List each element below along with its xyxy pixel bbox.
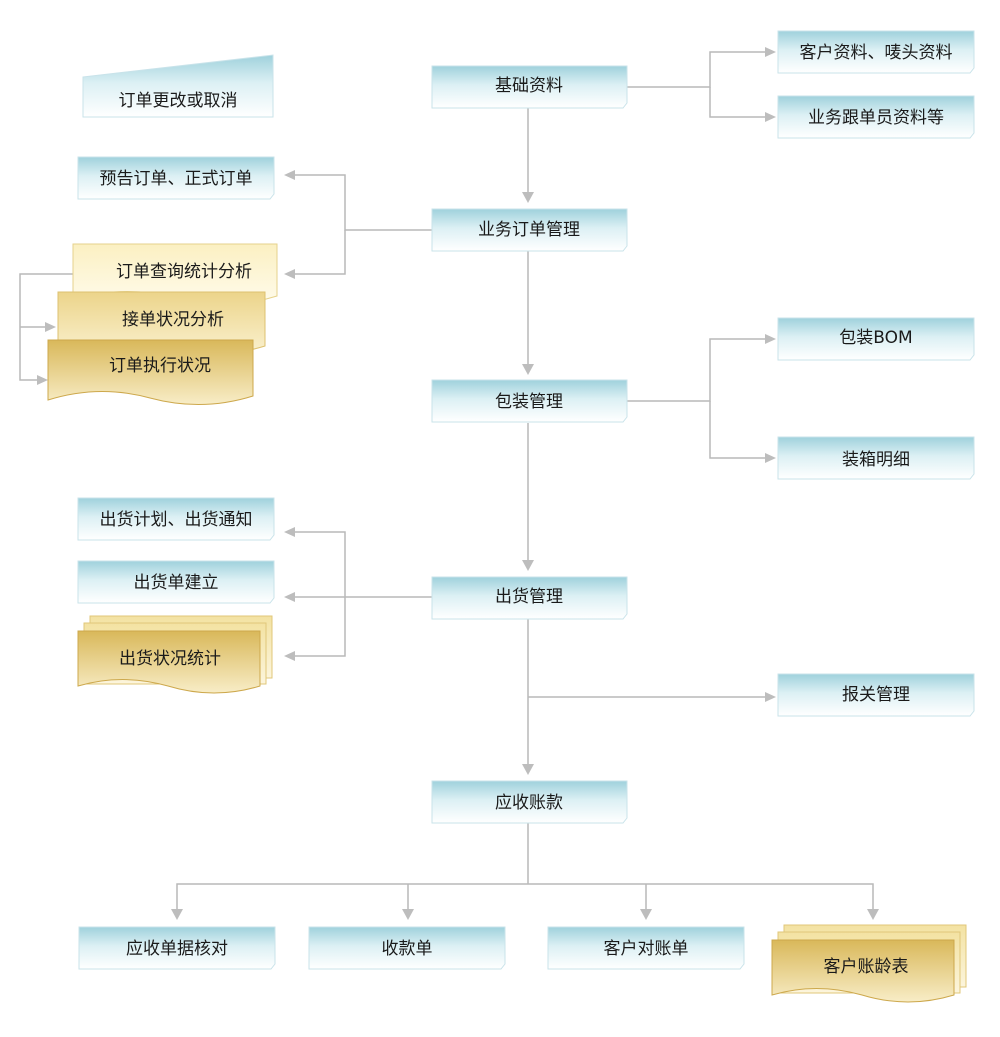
- arrowhead: [765, 453, 776, 463]
- node-label: 业务跟单员资料等: [808, 108, 944, 128]
- node-order-report-stack: 订单查询统计分析 接单状况分析 订单执行状况: [47, 243, 278, 406]
- node-packing-mgmt: 包装管理: [431, 379, 628, 423]
- arrowhead: [765, 47, 776, 57]
- node-label: 出货管理: [495, 587, 563, 607]
- node-label: 装箱明细: [842, 450, 910, 470]
- node-basic-data: 基础资料: [431, 65, 628, 109]
- arrowhead: [284, 527, 295, 537]
- arrowhead: [522, 764, 534, 775]
- arrowhead: [402, 909, 414, 920]
- node-label: 订单查询统计分析: [116, 262, 252, 282]
- connector-shipping-to-plan: [292, 531, 432, 598]
- arrowhead: [37, 375, 48, 385]
- arrowhead: [284, 170, 295, 180]
- node-order-query-stats: 订单查询统计分析: [72, 243, 278, 306]
- node-label: 出货状况统计: [119, 649, 221, 669]
- node-label: 出货计划、出货通知: [100, 510, 253, 530]
- node-order-exec-status: 订单执行状况: [47, 339, 254, 406]
- connector-packing-to-bom: [627, 338, 768, 402]
- node-label: 接单状况分析: [122, 310, 224, 330]
- node-customer-mark-data: 客户资料、唛头资料: [777, 30, 975, 74]
- connector-receivables-bus: [176, 883, 874, 910]
- connector-shipping-to-stats: [292, 597, 346, 657]
- node-receivable-check: 应收单据核对: [78, 926, 276, 970]
- node-label: 包装管理: [495, 392, 563, 412]
- node-label: 订单更改或取消: [119, 91, 238, 111]
- node-label: 应收账款: [495, 793, 563, 813]
- node-label: 客户账龄表: [824, 957, 909, 977]
- arrowhead: [284, 269, 295, 279]
- node-packing-bom: 包装BOM: [777, 317, 975, 361]
- connector-order-to-forecast: [292, 174, 432, 231]
- node-label: 客户对账单: [604, 939, 689, 959]
- arrowhead: [284, 592, 295, 602]
- node-packing-detail: 装箱明细: [777, 436, 975, 480]
- node-label: 业务订单管理: [478, 220, 580, 240]
- arrowhead: [765, 692, 776, 702]
- node-customer-statement: 客户对账单: [547, 926, 745, 970]
- connector-packing-to-detail: [709, 401, 768, 459]
- connector-basic-to-customer: [627, 51, 768, 88]
- node-forecast-formal-orders: 预告订单、正式订单: [77, 156, 275, 200]
- connector-basic-to-staff: [709, 87, 768, 118]
- node-label: 应收单据核对: [126, 939, 228, 959]
- arrowhead: [765, 112, 776, 122]
- arrowhead: [45, 322, 56, 332]
- arrowhead: [522, 192, 534, 203]
- node-order-change: 订单更改或取消: [82, 54, 274, 118]
- node-label: 基础资料: [495, 76, 563, 96]
- node-label: 出货单建立: [134, 573, 219, 593]
- arrowhead: [171, 909, 183, 920]
- arrowhead: [867, 909, 879, 920]
- node-label: 订单执行状况: [109, 356, 211, 376]
- node-sales-staff-data: 业务跟单员资料等: [777, 95, 975, 139]
- node-label: 预告订单、正式订单: [100, 169, 253, 189]
- arrowhead: [522, 560, 534, 571]
- node-sales-order-mgmt: 业务订单管理: [431, 208, 628, 252]
- node-customer-aging: 客户账龄表: [771, 924, 967, 1003]
- node-receipt-note: 收款单: [308, 926, 506, 970]
- node-label: 收款单: [382, 939, 433, 959]
- arrowhead: [765, 334, 776, 344]
- arrowhead: [640, 909, 652, 920]
- node-shipping-status-stats: 出货状况统计: [77, 615, 273, 694]
- node-label: 客户资料、唛头资料: [800, 43, 953, 63]
- connectors: [19, 47, 879, 920]
- node-shipping-note-create: 出货单建立: [77, 560, 275, 604]
- node-shipping-mgmt: 出货管理: [431, 576, 628, 620]
- connector-order-to-query: [292, 230, 346, 275]
- arrowhead: [522, 364, 534, 375]
- node-label: 包装BOM: [839, 328, 912, 348]
- node-receivables: 应收账款: [431, 780, 628, 824]
- node-shipping-plan-notice: 出货计划、出货通知: [77, 497, 275, 541]
- node-customs-mgmt: 报关管理: [777, 673, 975, 717]
- arrowhead: [284, 651, 295, 661]
- node-label: 报关管理: [842, 685, 910, 705]
